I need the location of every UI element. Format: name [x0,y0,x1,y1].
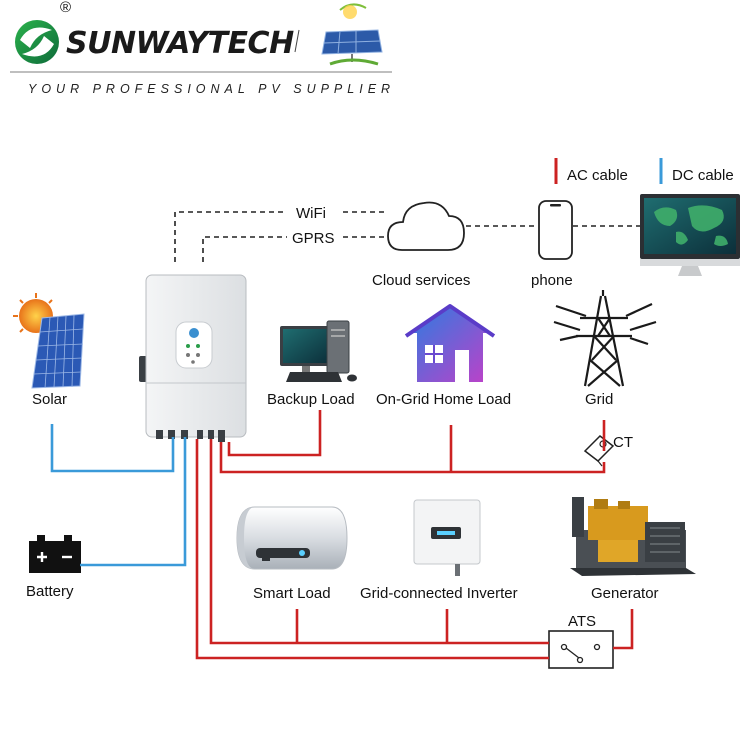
ats-label: ATS [568,613,596,630]
ac-cables [195,410,634,660]
solar-panel-icon [31,313,85,389]
solar-panel-logo-icon [321,3,383,66]
grid-inverter-icon [413,499,481,576]
generator-label: Generator [591,585,659,602]
transmission-tower-icon [553,290,657,387]
brand-header: ® SUNWAYTECH YOUR PROFESSIONAL PV SUPPLI… [10,0,395,96]
water-heater-icon [236,506,348,570]
phone-label: phone [531,272,573,289]
home-load-label: On-Grid Home Load [376,391,511,408]
cloud-icon [387,201,465,251]
dc-cable-battery [80,437,187,567]
gprs-label: GPRS [292,230,335,247]
grid-inverter-label: Grid-connected Inverter [360,585,518,602]
ac-cable-gen-port [209,439,549,645]
smart-load-label: Smart Load [253,585,331,602]
ac-cable-grid-bus [219,442,606,474]
brand-divider [294,29,300,53]
ct-label: CT [613,434,633,451]
monitor-icon [640,194,740,276]
cloud-label: Cloud services [372,272,470,289]
dc-cables [50,424,187,567]
brand-tagline: YOUR PROFESSIONAL PV SUPPLIER [28,82,395,96]
ac-cable-ats-feed [195,439,549,660]
legend-dc-label: DC cable [672,167,734,184]
ac-cable-generator [613,609,634,650]
legend-ac-label: AC cable [567,167,628,184]
phone-icon [538,200,573,260]
ac-cable-backup-load [227,410,322,457]
house-icon [404,304,496,382]
legend: AC cable DC cable [554,158,734,184]
battery-label: Battery [26,583,74,600]
gprs-line-left [202,236,287,262]
wifi-label: WiFi [296,205,326,222]
desktop-computer-icon [280,320,357,382]
wifi-line-left [174,211,287,262]
ats-switch-icon [548,630,614,669]
battery-icon [29,535,81,573]
dc-cable-solar [50,424,175,473]
grid-label: Grid [585,391,613,408]
ct-sensor-icon [583,435,615,467]
registered-mark: ® [60,0,71,16]
solar-label: Solar [32,391,67,408]
hybrid-inverter-icon [139,274,247,442]
backup-load-label: Backup Load [267,391,355,408]
comm-links [174,211,640,262]
logo-icon [15,20,59,64]
generator-icon [570,497,696,576]
brand-name: SUNWAYTECH [66,26,294,61]
